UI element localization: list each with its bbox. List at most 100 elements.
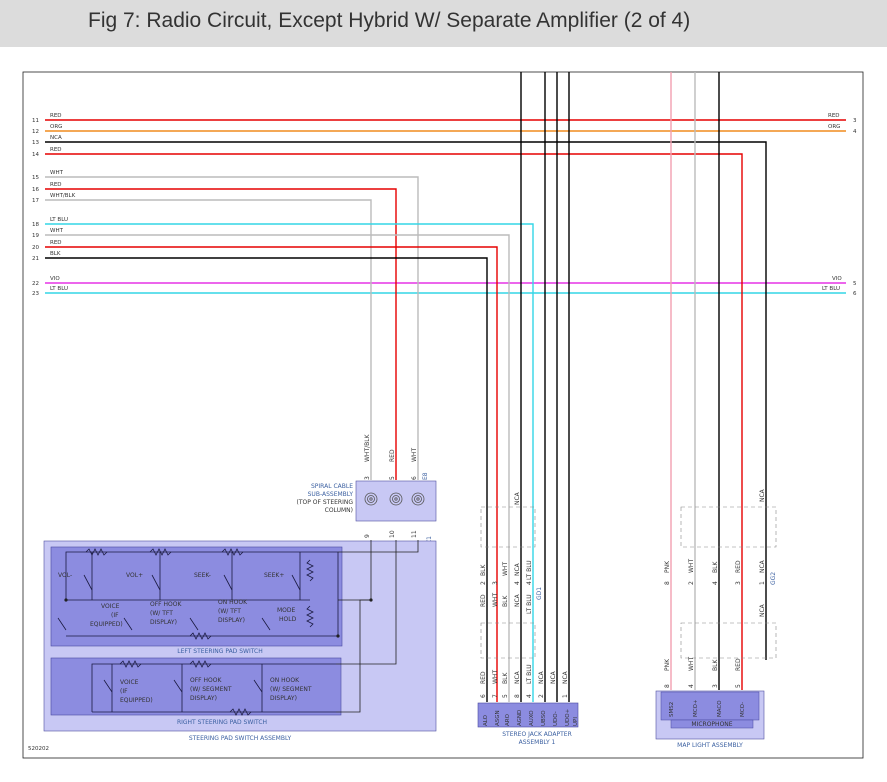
wire-row-21	[45, 257, 488, 702]
pin-number: 3	[364, 476, 371, 480]
wiring-diagram: 11 RED 12 ORG 13 NCA 14 RED 15 WHT 16 RE…	[22, 71, 864, 759]
stereo-jack-name: ASSEMBLY 1	[519, 739, 556, 746]
row-num: 11	[32, 118, 39, 124]
pad-junctions	[64, 598, 373, 638]
row-color: LT BLU	[822, 286, 840, 292]
pin-number: 4	[526, 694, 533, 698]
microphone-label: MICROPHONE	[691, 721, 732, 728]
wire-label: PNK	[664, 560, 671, 573]
switch-label-off-hook: OFF HOOK	[150, 601, 182, 608]
right-pad-label: RIGHT STEERING PAD SWITCH	[177, 719, 267, 726]
wire-label: WHT	[411, 448, 418, 462]
switch-label: EQUIPPED)	[120, 697, 153, 704]
row-color: RED	[50, 240, 62, 246]
microphone-box	[660, 691, 760, 721]
spiral-name: (TOP OF STEERING	[297, 499, 354, 506]
wire-label: RED	[735, 560, 742, 573]
switch-label-seek-minus: SEEK-	[194, 572, 211, 579]
signal-label: MACO	[717, 700, 723, 717]
signal-label: UDO+	[565, 708, 571, 726]
wire-label: LT BLU	[526, 664, 533, 684]
switch-label: HOLD	[279, 616, 297, 623]
pin-number: 2	[688, 581, 695, 585]
wire-label: RED	[735, 658, 742, 671]
pin-number: 8	[514, 694, 521, 698]
switch-label: (W/ TFT	[218, 608, 241, 615]
pin-number: 6	[411, 476, 418, 480]
row-color: RED	[50, 113, 62, 119]
left-row-labels: 11 RED 12 ORG 13 NCA 14 RED 15 WHT 16 RE…	[32, 113, 76, 297]
switch-label: DISPLAY)	[270, 695, 297, 702]
row-num: 20	[32, 245, 39, 251]
wire-label: RED	[389, 449, 396, 462]
switch-label-vol-minus: VOL-	[58, 572, 72, 579]
pin-number: 11	[411, 530, 418, 538]
spiral-coils	[364, 492, 425, 506]
through-wires	[45, 119, 846, 294]
wire-label: NCA	[759, 488, 766, 502]
row-color: VIO	[832, 276, 842, 282]
switch-label: EQUIPPED)	[90, 621, 123, 628]
signal-label: ALO	[483, 714, 489, 726]
pin-number: 1	[759, 581, 766, 585]
diagram-frame	[22, 71, 864, 759]
connector-outline-lower	[680, 622, 777, 659]
wire-label: NCA	[514, 491, 521, 505]
pin-number: 4	[688, 684, 695, 688]
row-color: RED	[50, 182, 62, 188]
wire-label: WHT	[492, 670, 499, 684]
pin-number: 2	[480, 581, 487, 585]
wire-label: RED	[480, 671, 487, 684]
wire-label: NCA	[759, 559, 766, 573]
right-row-labels: RED 3 ORG 4 VIO 5 LT BLU 6	[822, 113, 857, 297]
steering-pad-switch-assembly: STEERING PAD SWITCH ASSEMBLY LEFT STEERI…	[43, 540, 437, 742]
pad-assembly-label: STEERING PAD SWITCH ASSEMBLY	[189, 735, 292, 742]
switch-label: (W/ TFT	[150, 610, 173, 617]
signal-label: UDO-	[553, 711, 559, 726]
wire-label: WHT	[688, 657, 695, 671]
row-color: ORG	[50, 124, 62, 130]
left-pad-box	[50, 546, 343, 647]
signal-label: UPI	[573, 717, 579, 726]
row-color: LT BLU	[50, 217, 68, 223]
spiral-name: SUB-ASSEMBLY	[308, 491, 354, 498]
connector-id: E8	[422, 472, 429, 480]
stereo-jack-adapter-assembly: BLK WHT NCA NCA LT BLU 2 3 4 4 GD1 RED W…	[477, 491, 579, 746]
row-num: 16	[32, 187, 39, 193]
switch-label-seek-plus: SEEK+	[264, 572, 284, 579]
row-color: LT BLU	[50, 286, 68, 292]
pin-number: 3	[492, 581, 499, 585]
pin-number: 4	[712, 581, 719, 585]
switch-label: (W/ SEGMENT	[190, 686, 232, 693]
pin-number: 9	[364, 534, 371, 538]
switch-label: DISPLAY)	[150, 619, 177, 626]
wire-label: BLK	[712, 561, 719, 573]
signal-label: MCO-	[740, 702, 746, 717]
switch-label-voice-right: VOICE	[120, 679, 139, 686]
pin-number: 3	[735, 581, 742, 585]
connector-outline-upper	[480, 506, 536, 548]
wire-row-14	[45, 153, 743, 690]
stereo-jack-vertical-wires	[520, 72, 570, 702]
connector-outline-lower	[480, 622, 536, 659]
wire-label: WHT	[502, 562, 509, 576]
row-num: 4	[853, 129, 857, 135]
switch-label-mode: MODE	[277, 607, 296, 614]
switch-label-off-hook-seg: OFF HOOK	[190, 677, 222, 684]
signal-label: UBSO	[541, 710, 547, 726]
wire-label: RED	[480, 594, 487, 607]
wire-row-16	[45, 188, 397, 480]
pin-number: 6	[480, 694, 487, 698]
pin-number: 4	[514, 581, 521, 585]
signal-label: ARO	[505, 713, 511, 726]
right-pad-circuit	[91, 660, 336, 716]
wire-label: NCA	[514, 562, 521, 576]
left-pad-label: LEFT STEERING PAD SWITCH	[177, 648, 262, 655]
wire-row-20	[45, 246, 498, 702]
figure-id: 520202	[28, 746, 49, 752]
wire-row-13	[45, 141, 767, 512]
signal-label: AUXO	[529, 710, 535, 726]
switch-label-on-hook-seg: ON HOOK	[270, 677, 300, 684]
wire-label: BLK	[712, 659, 719, 671]
wire-label: NCA	[514, 670, 521, 684]
